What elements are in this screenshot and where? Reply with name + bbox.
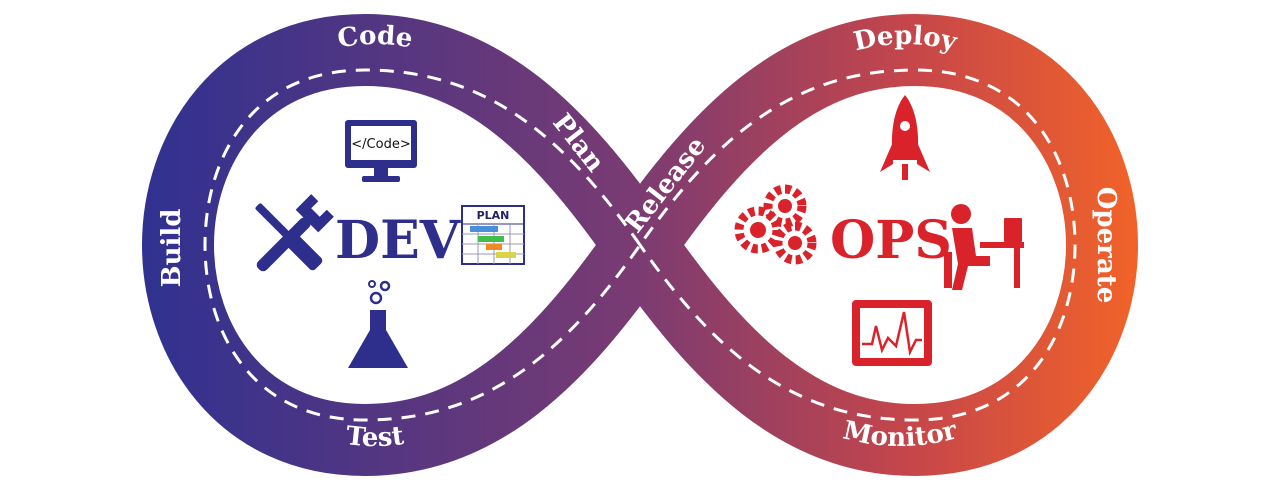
svg-text:PLAN: PLAN: [477, 209, 510, 222]
monitor-code-icon: </Code>: [345, 120, 417, 182]
stage-label-code: Code: [335, 21, 414, 55]
stage-label-test: Test: [345, 421, 406, 453]
stage-label-operate: Operate: [1091, 187, 1121, 303]
rocket-icon: [880, 95, 930, 180]
infinity-dashed-track: [203, 68, 1077, 422]
gears-icon: [734, 184, 817, 265]
dev-label: DEV: [335, 210, 462, 271]
ops-label: OPS: [830, 210, 952, 271]
svg-text:</Code>: </Code>: [351, 137, 410, 152]
monitoring-screen-icon: [852, 300, 932, 366]
operator-at-desk-icon: [944, 204, 1024, 290]
lab-flask-icon: [348, 280, 408, 368]
plan-board-icon: PLAN: [461, 205, 525, 265]
stage-label-build: Build: [157, 209, 187, 288]
tools-icon: [255, 194, 334, 272]
